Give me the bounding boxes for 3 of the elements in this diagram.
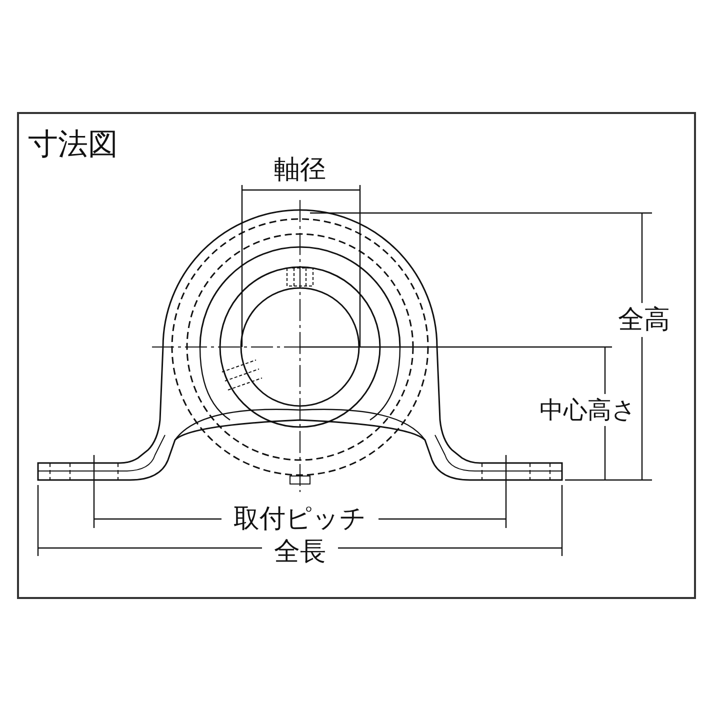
dimension-label: 全長: [262, 539, 338, 565]
dimension-label: 軸径: [272, 157, 328, 183]
dimension-label: 取付ピッチ: [222, 506, 378, 532]
